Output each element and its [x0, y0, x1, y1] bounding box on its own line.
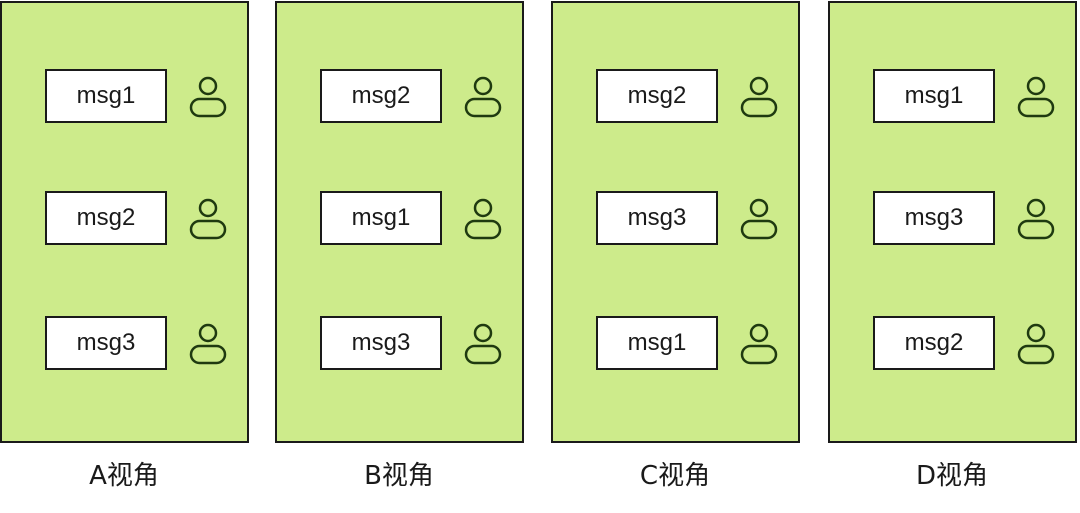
message-box: msg2 [320, 69, 442, 123]
message-row: msg1 [553, 316, 798, 372]
message-box: msg1 [873, 69, 995, 123]
user-icon [1017, 76, 1055, 118]
user-icon [464, 76, 502, 118]
message-row: msg3 [553, 191, 798, 247]
message-box: msg2 [873, 316, 995, 370]
view-panel-a: msg1 msg2 msg3 [0, 1, 249, 443]
view-caption-b: B视角 [364, 461, 434, 491]
message-row: msg1 [277, 191, 522, 247]
message-box: msg3 [45, 316, 167, 370]
view-panel-d: msg1 msg3 msg2 [828, 1, 1077, 443]
view-panel-c: msg2 msg3 msg1 [551, 1, 800, 443]
message-box: msg1 [596, 316, 718, 370]
user-icon [740, 76, 778, 118]
user-icon [464, 323, 502, 365]
message-row: msg2 [2, 191, 247, 247]
message-box: msg3 [596, 191, 718, 245]
view-caption-d: D视角 [915, 461, 989, 491]
view-panel-b: msg2 msg1 msg3 [275, 1, 524, 443]
user-icon [189, 198, 227, 240]
user-icon [1017, 198, 1055, 240]
message-box: msg2 [45, 191, 167, 245]
view-caption-c: C视角 [639, 461, 711, 491]
user-icon [740, 323, 778, 365]
message-row: msg1 [2, 69, 247, 125]
message-box: msg1 [45, 69, 167, 123]
view-caption-a: A视角 [89, 461, 159, 491]
user-icon [189, 76, 227, 118]
message-box: msg1 [320, 191, 442, 245]
user-icon [740, 198, 778, 240]
message-row: msg1 [830, 69, 1075, 125]
message-row: msg3 [2, 316, 247, 372]
user-icon [189, 323, 227, 365]
message-row: msg2 [830, 316, 1075, 372]
message-box: msg3 [873, 191, 995, 245]
user-icon [464, 198, 502, 240]
user-icon [1017, 323, 1055, 365]
message-row: msg3 [830, 191, 1075, 247]
message-row: msg3 [277, 316, 522, 372]
message-row: msg2 [553, 69, 798, 125]
message-row: msg2 [277, 69, 522, 125]
message-box: msg3 [320, 316, 442, 370]
message-box: msg2 [596, 69, 718, 123]
